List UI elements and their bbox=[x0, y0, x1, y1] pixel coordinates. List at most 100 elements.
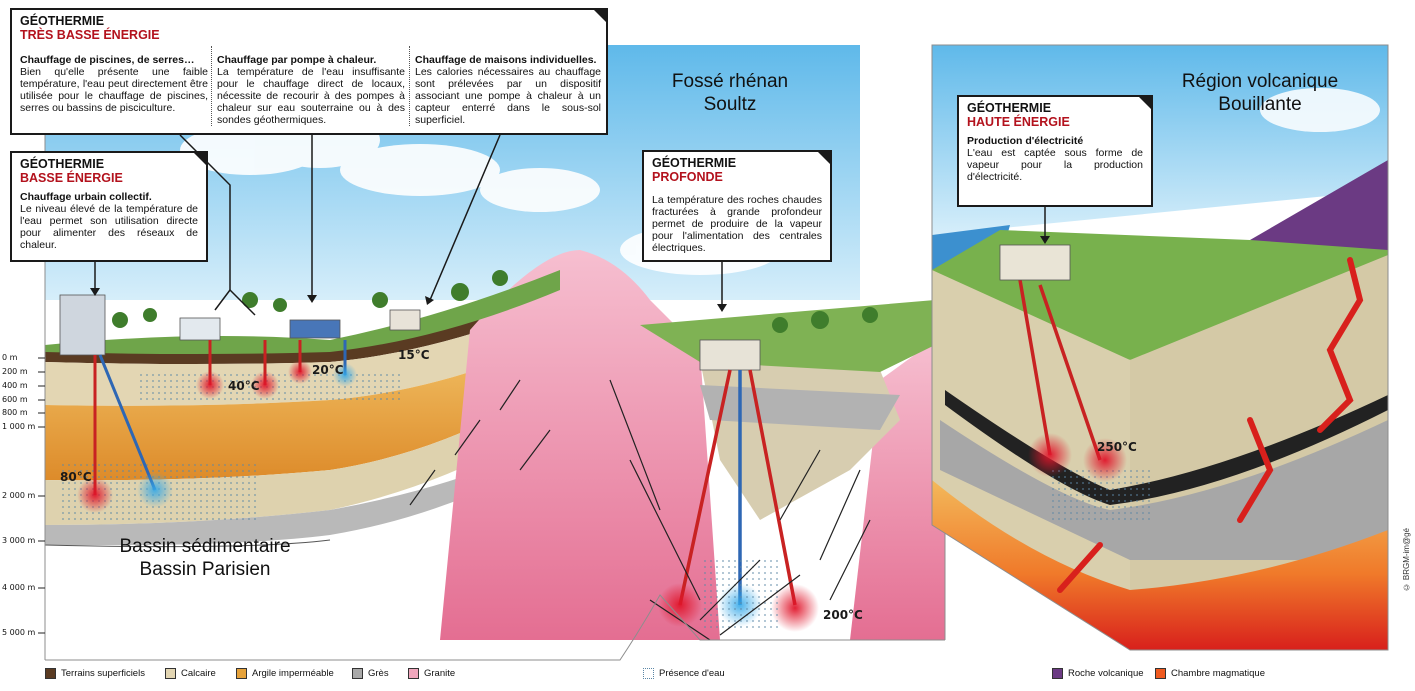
soultz-plant bbox=[699, 339, 761, 371]
trees bbox=[112, 270, 878, 333]
callout-arrowheads bbox=[90, 236, 1050, 312]
terrain-superficiel-layer bbox=[45, 282, 565, 364]
region-title-basin: Bassin sédimentaire Bassin Parisien bbox=[95, 535, 315, 581]
legend-argile: Argile imperméable bbox=[236, 668, 334, 679]
depth-label-1000: 1 000 m bbox=[2, 422, 36, 431]
callout-haute-energie: GÉOTHERMIE HAUTE ÉNERGIE Production d'él… bbox=[957, 95, 1153, 207]
granite-right bbox=[850, 340, 945, 640]
callout-subtitle: TRÈS BASSE ÉNERGIE bbox=[20, 28, 160, 42]
legend-granite: Granite bbox=[408, 668, 455, 679]
callout-profonde: GÉOTHERMIE PROFONDE La température des r… bbox=[642, 150, 832, 262]
callout-heading: Production d'électricité bbox=[967, 135, 1084, 147]
region-title-volcanique: Région volcanique Bouillante bbox=[1160, 70, 1360, 116]
callout-title: GÉOTHERMIE bbox=[20, 157, 105, 171]
callout-fold-corner bbox=[192, 151, 208, 167]
block-outline bbox=[931, 44, 1389, 651]
callout-subtitle: PROFONDE bbox=[652, 170, 723, 184]
callout-body: L'eau est captée sous forme de vapeur po… bbox=[967, 147, 1143, 183]
depth-label-600: 600 m bbox=[2, 395, 28, 404]
legend-roche-volcanique: Roche volcanique bbox=[1052, 668, 1144, 679]
region-title-rhenan: Fossé rhénan Soultz bbox=[640, 70, 820, 116]
legend-label: Roche volcanique bbox=[1068, 668, 1144, 679]
legend-swatch bbox=[1052, 668, 1063, 679]
legend-chambre-magmatique: Chambre magmatique bbox=[1155, 668, 1265, 679]
buildings bbox=[59, 294, 761, 371]
column-separator bbox=[211, 46, 212, 126]
depth-label-3000: 3 000 m bbox=[2, 536, 36, 545]
collective-building bbox=[59, 294, 106, 356]
volcanic-block bbox=[931, 44, 1389, 651]
legend-swatch bbox=[45, 668, 56, 679]
callout-fold-corner bbox=[816, 150, 832, 166]
legend-swatch bbox=[165, 668, 176, 679]
base-line bbox=[44, 539, 331, 548]
callout-subtitle: BASSE ÉNERGIE bbox=[20, 171, 123, 185]
depth-label-200: 200 m bbox=[2, 367, 28, 376]
legend-label: Calcaire bbox=[181, 668, 216, 679]
heat-spots-left bbox=[77, 360, 357, 513]
legend-calcaire: Calcaire bbox=[165, 668, 216, 679]
legend-gres: Grès bbox=[352, 668, 389, 679]
region-basin-line1: Bassin sédimentaire bbox=[119, 536, 291, 557]
magma-veins bbox=[1057, 257, 1364, 593]
region-volcanique-line1: Région volcanique bbox=[1181, 71, 1339, 92]
callout-column-pompe: Chauffage par pompe à chaleur. La tempér… bbox=[217, 48, 405, 126]
fractures bbox=[409, 379, 871, 641]
rhenan-gres bbox=[700, 385, 900, 430]
depth-label-4000: 4 000 m bbox=[2, 583, 36, 592]
legend-terrains-superficiels: Terrains superficiels bbox=[45, 668, 145, 679]
temp-20: 20°C bbox=[312, 363, 344, 377]
callout-body: Le niveau élevé de la température de l'e… bbox=[20, 203, 198, 251]
legend-label: Granite bbox=[424, 668, 456, 679]
column-body: Bien qu'elle présente une faible tempéra… bbox=[20, 66, 208, 114]
region-basin-line2: Bassin Parisien bbox=[139, 559, 271, 580]
depth-label-800: 800 m bbox=[2, 408, 28, 417]
argile-layer bbox=[45, 330, 585, 481]
column-separator bbox=[409, 46, 410, 126]
legend-swatch bbox=[352, 668, 363, 679]
callout-basse-energie: GÉOTHERMIE BASSE ÉNERGIE Chauffage urbai… bbox=[10, 151, 208, 262]
column-body: Les calories nécessaires au chauffage so… bbox=[415, 66, 601, 126]
legend-label: Terrains superficiels bbox=[61, 668, 145, 679]
wells-volcanic bbox=[1018, 279, 1102, 461]
callout-body: La température des roches chaudes fractu… bbox=[652, 194, 822, 254]
callout-column-maisons: Chauffage de maisons individuelles. Les … bbox=[415, 48, 601, 126]
credit-text: © BRGM-im@gé bbox=[1402, 528, 1411, 592]
heat-spots-soultz bbox=[658, 560, 819, 632]
region-rhenan-line2: Soultz bbox=[703, 94, 757, 115]
depth-label-0: 0 m bbox=[2, 353, 18, 362]
column-heading: Chauffage par pompe à chaleur. bbox=[217, 54, 377, 66]
granite-mountain bbox=[440, 250, 720, 640]
power-plant bbox=[999, 244, 1071, 281]
legend-swatch bbox=[1155, 668, 1166, 679]
depth-label-2000: 2 000 m bbox=[2, 491, 36, 500]
depth-label-5000: 5 000 m bbox=[2, 628, 36, 637]
legend-swatch bbox=[236, 668, 247, 679]
region-rhenan-line1: Fossé rhénan bbox=[671, 71, 789, 92]
temp-80: 80°C bbox=[60, 470, 92, 484]
magma-chamber bbox=[932, 480, 1388, 650]
depth-axis bbox=[38, 357, 45, 634]
base-outline bbox=[45, 594, 945, 661]
callout-title: GÉOTHERMIE bbox=[652, 156, 737, 170]
column-heading: Chauffage de piscines, de serres… bbox=[20, 54, 195, 66]
temp-40: 40°C bbox=[228, 379, 260, 393]
deep-rock bbox=[940, 420, 1388, 560]
legend-label: Argile imperméable bbox=[252, 668, 334, 679]
callout-tres-basse-energie: GÉOTHERMIE TRÈS BASSE ÉNERGIE Chauffage … bbox=[10, 8, 608, 135]
legend-label: Présence d'eau bbox=[659, 668, 725, 679]
legend-label: Grès bbox=[368, 668, 389, 679]
callout-fold-corner bbox=[592, 8, 608, 24]
column-body: La température de l'eau insuffisante pou… bbox=[217, 66, 405, 126]
region-volcanique-line2: Bouillante bbox=[1218, 94, 1302, 115]
callout-fold-corner bbox=[1137, 95, 1153, 111]
callout-title: GÉOTHERMIE bbox=[967, 101, 1052, 115]
depth-label-400: 400 m bbox=[2, 381, 28, 390]
callout-heading: Chauffage urbain collectif. bbox=[20, 191, 152, 203]
callout-column-piscines: Chauffage de piscines, de serres… Bien q… bbox=[20, 48, 208, 114]
callout-subtitle: HAUTE ÉNERGIE bbox=[967, 115, 1070, 129]
temp-250: 250°C bbox=[1097, 440, 1137, 454]
temp-15: 15°C bbox=[398, 348, 430, 362]
column-heading: Chauffage de maisons individuelles. bbox=[415, 54, 597, 66]
